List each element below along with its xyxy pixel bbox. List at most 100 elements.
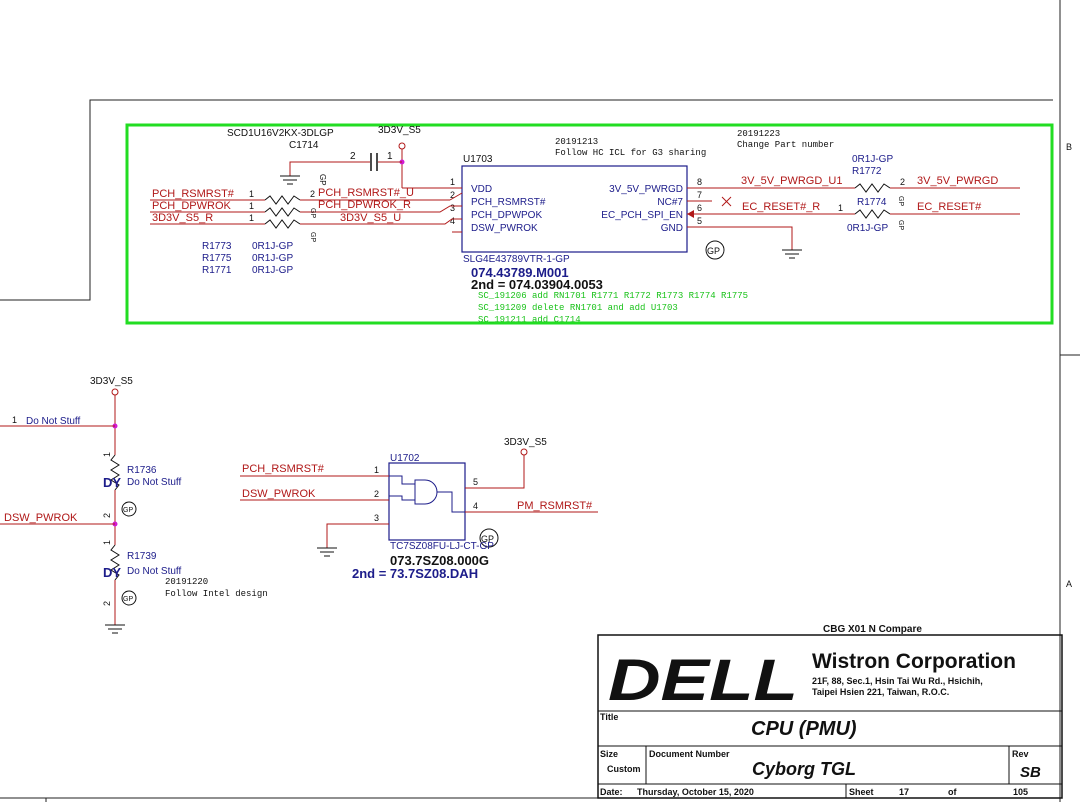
net-ec-reset-r: EC_RESET#_R xyxy=(742,201,820,213)
note2-date: 20191223 xyxy=(737,129,780,139)
note1-text: Follow HC ICL for G3 sharing xyxy=(555,148,706,158)
left-power-net: 3D3V_S5 xyxy=(90,376,133,387)
res-ref-r1773: R1773 xyxy=(202,241,232,252)
size-label: Size xyxy=(600,749,618,759)
change-note-2: SC_191209 delete RN1701 and add U1703 xyxy=(478,303,678,313)
gp-mark-right-1: GP xyxy=(897,196,904,206)
gp-mark-r1736: GP xyxy=(123,507,133,514)
and-pin-5: 5 xyxy=(473,477,478,487)
date-label: Date: xyxy=(600,787,623,797)
title-value: CPU (PMU) xyxy=(751,718,857,740)
res-pin1-a: 1 xyxy=(249,189,254,199)
res-val-r1773: 0R1J-GP xyxy=(252,241,293,252)
gp-mark-r1739: GP xyxy=(123,596,133,603)
r1739-label: Do Not Stuff xyxy=(127,566,182,577)
and-out-net: PM_RSMRST# xyxy=(517,500,593,512)
left-net-dsw-pwrok: DSW_PWROK xyxy=(4,512,78,524)
dell-logo-text: DELL xyxy=(608,648,798,713)
highlight-box xyxy=(125,123,1054,325)
net-mid-pch-dpwrok-r: PCH_DPWROK_R xyxy=(318,199,411,211)
r1739-ref: R1739 xyxy=(127,551,157,562)
ic-pin-num-7: 7 xyxy=(697,190,702,200)
and-second-source: 2nd = 73.7SZ08.DAH xyxy=(352,566,478,581)
company-address-2: Taipei Hsien 221, Taiwan, R.O.C. xyxy=(812,687,949,697)
r1736-pin2: 2 xyxy=(102,513,112,518)
ic-pin-num-6: 6 xyxy=(697,203,702,213)
ic-pin-nc7: NC#7 xyxy=(657,197,683,208)
left-resistor-network xyxy=(150,187,463,233)
and-in1-net: PCH_RSMRST# xyxy=(242,463,325,475)
r1739-pin2: 2 xyxy=(102,601,112,606)
gp-mark-ic: GP xyxy=(707,246,720,256)
size-value: Custom xyxy=(607,764,641,774)
r1739-dy: DY xyxy=(103,565,121,580)
change-note-3: SC_191211 add C1714 xyxy=(478,315,581,325)
title-label: Title xyxy=(600,712,618,722)
left-note-text: Follow Intel design xyxy=(165,589,268,599)
right-res-bot-ref: R1774 xyxy=(857,197,887,208)
net-left-3d3v-s5-r: 3D3V_S5_R xyxy=(152,212,213,224)
res-ref-r1775: R1775 xyxy=(202,253,232,264)
net-left-pch-rsmrst: PCH_RSMRST# xyxy=(152,188,235,200)
and-pin-1: 1 xyxy=(374,465,379,475)
date-value: Thursday, October 15, 2020 xyxy=(637,787,754,797)
ic-pin-num-4: 4 xyxy=(450,216,455,226)
r1739-pin1: 1 xyxy=(102,540,112,545)
gp-mark-right-2: GP xyxy=(897,220,904,230)
right-res-top-ref: R1772 xyxy=(852,166,882,177)
cap-pin1: 1 xyxy=(387,151,393,162)
cap-pin2: 2 xyxy=(350,151,356,162)
ic-u1703: U1703 VDD PCH_RSMRST# PCH_DPWPOK DSW_PWR… xyxy=(450,154,702,292)
and-in2-net: DSW_PWROK xyxy=(242,488,316,500)
and-part-number: 073.7SZ08.000G xyxy=(390,553,489,568)
right-res-pin2: 2 xyxy=(900,177,905,187)
cap-ref: C1714 xyxy=(289,140,319,151)
res-val-r1775: 0R1J-GP xyxy=(252,253,293,264)
and-part-name: TC7SZ08FU-LJ-CT-GP xyxy=(390,541,494,552)
capacitor-c1714: SCD1U16V2KX-3DLGP C1714 3D3V_S5 2 1 GP xyxy=(227,125,455,189)
net-left-pch-dpwrok: PCH_DPWROK xyxy=(152,200,232,212)
res-val-r1771: 0R1J-GP xyxy=(252,265,293,276)
net-mid-pch-rsmrst-u: PCH_RSMRST#_U xyxy=(318,187,414,199)
gp-mark-left-1: GP xyxy=(309,208,316,218)
cap-gp-mark: GP xyxy=(318,174,327,186)
compare-label: CBG X01 N Compare xyxy=(823,624,922,635)
ic-ref: U1703 xyxy=(463,154,493,165)
ic-pin-num-2: 2 xyxy=(450,190,455,200)
ic-part-name: SLG4E43789VTR-1-GP xyxy=(463,254,570,265)
sheet-value: 17 xyxy=(899,787,909,797)
r1736-ref: R1736 xyxy=(127,465,157,476)
company-name: Wistron Corporation xyxy=(812,650,1016,673)
docnum-value: Cyborg TGL xyxy=(752,759,856,779)
right-res-top-val: 0R1J-GP xyxy=(852,154,893,165)
and-pin-2: 2 xyxy=(374,489,379,499)
ic-pin-num-1: 1 xyxy=(450,177,455,187)
ic-second-source: 2nd = 074.03904.0053 xyxy=(471,277,603,292)
ic-pin-num-3: 3 xyxy=(450,203,455,213)
cap-part-name: SCD1U16V2KX-3DLGP xyxy=(227,128,334,139)
r1736-label: Do Not Stuff xyxy=(127,477,182,488)
zone-label-b: B xyxy=(1066,142,1072,152)
total-sheets: 105 xyxy=(1013,787,1028,797)
res-pin1-b: 1 xyxy=(249,201,254,211)
ic-part-number: 074.43789.M001 xyxy=(471,265,569,280)
and-power-net: 3D3V_S5 xyxy=(504,437,547,448)
power-net-top: 3D3V_S5 xyxy=(378,125,421,136)
left-dns-pin: 1 xyxy=(12,415,17,425)
left-dns-label: Do Not Stuff xyxy=(26,416,81,427)
and-gate-u1702: U1702 PCH_RSMRST# DSW_PWROK 1 2 3 3D3V_S… xyxy=(240,437,598,581)
net-3v5v-pwrgd: 3V_5V_PWRGD xyxy=(917,175,998,187)
res-ref-r1771: R1771 xyxy=(202,265,232,276)
of-label: of xyxy=(948,787,957,797)
dell-logo: DELL xyxy=(606,648,802,713)
ic-pin-vdd: VDD xyxy=(471,184,492,195)
note2-text: Change Part number xyxy=(737,140,834,150)
docnum-label: Document Number xyxy=(649,749,730,759)
zone-label-a: A xyxy=(1066,579,1072,589)
gp-mark-and: GP xyxy=(481,534,494,544)
res-pin2-a: 2 xyxy=(310,189,315,199)
title-block: CBG X01 N Compare DELL Wistron Corporati… xyxy=(597,624,1063,799)
gp-mark-left-2: GP xyxy=(309,232,316,242)
ic-pin-dsw-pwrok: DSW_PWROK xyxy=(471,223,538,234)
